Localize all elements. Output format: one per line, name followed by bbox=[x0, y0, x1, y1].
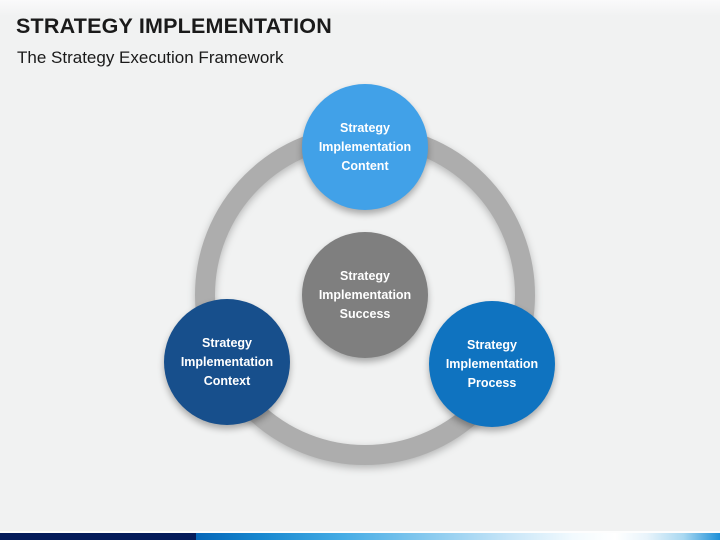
label-line: Implementation bbox=[180, 354, 274, 369]
node-strategy-implementation-context: Strategy Implementation Context bbox=[164, 299, 290, 425]
footer-highlight-line bbox=[0, 531, 720, 533]
label-line: Process bbox=[467, 375, 517, 390]
label-line: Strategy bbox=[466, 337, 518, 352]
label-line: Success bbox=[339, 306, 391, 321]
label-line: Implementation bbox=[445, 356, 539, 371]
node-label: Strategy Implementation Process bbox=[446, 336, 538, 393]
label-line: Strategy bbox=[201, 335, 253, 350]
node-label: Strategy Implementation Context bbox=[181, 334, 273, 391]
footer-bar-navy-segment bbox=[0, 533, 196, 540]
slide-title: STRATEGY IMPLEMENTATION bbox=[16, 14, 332, 38]
node-label: Strategy Implementation Content bbox=[319, 119, 411, 176]
label-line: Implementation bbox=[318, 139, 412, 154]
label-line: Context bbox=[203, 373, 251, 388]
label-line: Strategy bbox=[339, 268, 391, 283]
slide-subtitle: The Strategy Execution Framework bbox=[17, 48, 284, 67]
footer-bar bbox=[0, 533, 720, 540]
node-strategy-implementation-success: Strategy Implementation Success bbox=[302, 232, 428, 358]
label-line: Content bbox=[341, 158, 389, 173]
node-strategy-implementation-process: Strategy Implementation Process bbox=[429, 301, 555, 427]
node-strategy-implementation-content: Strategy Implementation Content bbox=[302, 84, 428, 210]
node-label: Strategy Implementation Success bbox=[319, 267, 411, 324]
label-line: Strategy bbox=[339, 120, 391, 135]
label-line: Implementation bbox=[318, 287, 412, 302]
footer-bar-gradient-segment bbox=[196, 533, 720, 540]
